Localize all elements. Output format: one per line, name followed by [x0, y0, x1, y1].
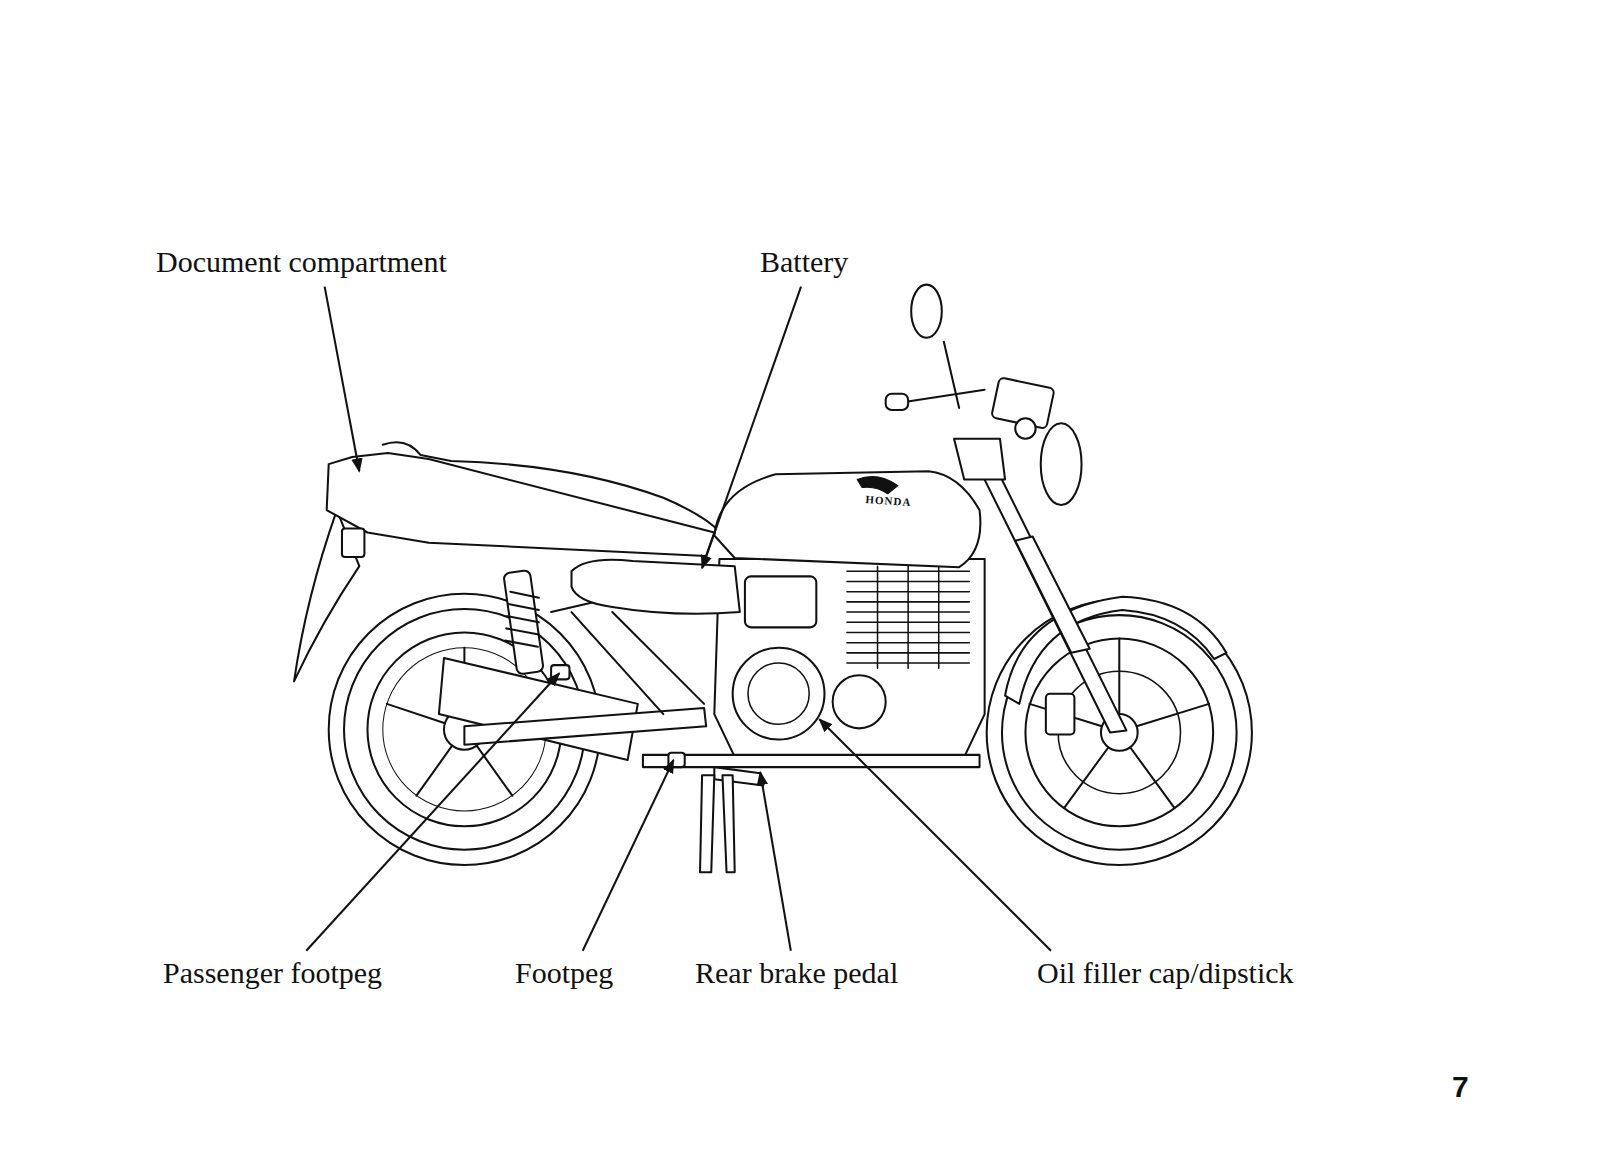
- part-label: Document compartment: [156, 245, 447, 280]
- part-label: Footpeg: [515, 956, 613, 991]
- leader-line: [306, 673, 559, 950]
- leader-line: [325, 287, 360, 472]
- leader-line: [702, 287, 801, 569]
- leader-line: [819, 719, 1051, 951]
- part-label: Rear brake pedal: [695, 956, 898, 991]
- part-label: Battery: [760, 245, 848, 280]
- page-number: 7: [1452, 1070, 1469, 1105]
- part-label: Oil filler cap/dipstick: [1037, 956, 1294, 991]
- leader-line: [583, 760, 674, 951]
- part-label: Passenger footpeg: [163, 956, 382, 991]
- leader-line: [760, 772, 791, 951]
